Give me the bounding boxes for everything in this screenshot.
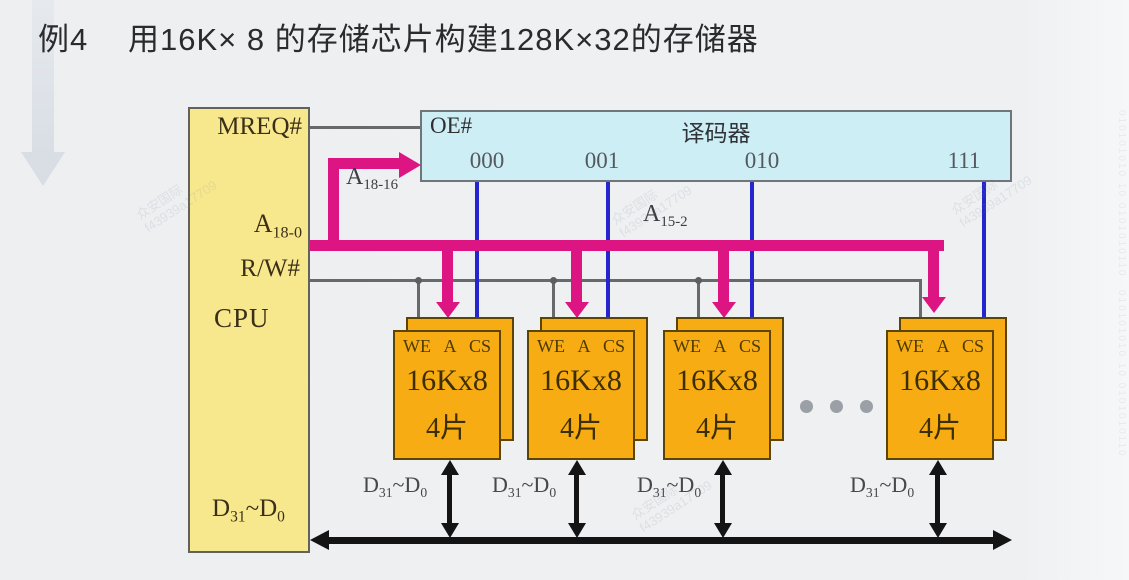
decoder-block: OE# 译码器 000 001 010 111 — [420, 110, 1012, 182]
slide-accent-arrow-head — [21, 152, 65, 186]
data-arrow-up-chip1 — [441, 460, 459, 475]
memory-chip-group-3: WE A CS 16Kx8 4片 — [663, 317, 784, 460]
addr-arrowhead-chip4 — [922, 297, 946, 313]
ellipsis-dot — [800, 400, 813, 413]
data-arrow-shaft-chip1 — [447, 473, 452, 525]
rw-drop-chip2 — [552, 281, 555, 333]
rw-drop-chip1 — [417, 281, 420, 333]
a15-2-label: A15-2 — [643, 201, 688, 231]
decoder-oe-label: OE# — [430, 113, 473, 138]
rw-junction-dot — [415, 277, 422, 284]
chip-pin-labels: WE A CS — [536, 336, 625, 356]
chip-pin-labels: WE A CS — [895, 336, 984, 356]
address-bus — [310, 240, 944, 251]
chip-size-label: 16Kx8 — [540, 364, 622, 397]
mreq-line — [310, 126, 420, 129]
data-arrow-up-chip3 — [714, 460, 732, 475]
memory-chip-front: WE A CS 16Kx8 4片 — [527, 330, 635, 460]
data-arrow-down-chip3 — [714, 523, 732, 538]
d-bus-label-chip4: D31~D0 — [850, 472, 915, 500]
d-bus-label-chip3: D31~D0 — [637, 472, 702, 500]
chip-count-label: 4片 — [559, 413, 602, 444]
rw-line — [310, 279, 922, 282]
example-number: 例4 — [38, 22, 89, 57]
cs-line-chip2 — [606, 182, 610, 333]
data-bus-arrow-left — [310, 530, 329, 550]
slide-title: 用16K× 8 的存储芯片构建128K×32的存储器 — [128, 22, 759, 57]
decoder-output-000: 000 — [469, 148, 505, 173]
memory-chip-group-1: WE A CS 16Kx8 4片 — [393, 317, 514, 460]
rw-junction-dot — [550, 277, 557, 284]
memory-chip-front: WE A CS 16Kx8 4片 — [663, 330, 771, 460]
cpu-label: CPU — [214, 303, 270, 333]
data-arrow-down-chip1 — [441, 523, 459, 538]
decoder-output-001: 001 — [584, 148, 620, 173]
addr-arrowhead-chip2 — [565, 302, 589, 318]
cpu-signal-d31-d0: D31~D0 — [212, 495, 285, 526]
data-bus-arrow-right — [993, 530, 1012, 550]
ellipsis-dot — [860, 400, 873, 413]
addr-arrowhead-chip3 — [712, 302, 736, 318]
a18-16-branch-vertical — [328, 158, 339, 246]
cpu-block: MREQ# A18-0 R/W# CPU D31~D0 — [188, 107, 310, 553]
chip-size-label: 16Kx8 — [676, 364, 758, 397]
watermark-edge-digits: 010101010 10 0101010110 — [1116, 110, 1127, 278]
addr-drop-chip4 — [928, 240, 939, 298]
data-arrow-down-chip2 — [568, 523, 586, 538]
data-arrow-shaft-chip4 — [935, 473, 940, 525]
addr-drop-chip2 — [571, 251, 582, 303]
memory-chip-front: WE A CS 16Kx8 4片 — [393, 330, 501, 460]
decoder-output-010: 010 — [744, 148, 780, 173]
ellipsis-dot — [830, 400, 843, 413]
chip-count-label: 4片 — [425, 413, 468, 444]
addr-drop-chip1 — [442, 251, 453, 303]
data-arrow-down-chip4 — [929, 523, 947, 538]
watermark-edge-digits: 010101010 10 0101010110 — [1116, 290, 1127, 458]
chip-pin-labels: WE A CS — [672, 336, 761, 356]
data-arrow-shaft-chip3 — [720, 473, 725, 525]
a18-16-branch-horizontal — [328, 158, 400, 169]
a18-16-arrowhead — [399, 152, 421, 178]
decoder-title: 译码器 — [681, 120, 751, 146]
addr-drop-chip3 — [718, 251, 729, 303]
data-bus — [327, 537, 994, 544]
chip-size-label: 16Kx8 — [899, 364, 981, 397]
cs-line-chip4 — [982, 182, 986, 322]
chip-count-label: 4片 — [918, 413, 961, 444]
chip-count-label: 4片 — [695, 413, 738, 444]
data-arrow-up-chip4 — [929, 460, 947, 475]
data-arrow-up-chip2 — [568, 460, 586, 475]
cpu-signal-rw: R/W# — [240, 255, 300, 282]
decoder-output-111: 111 — [947, 148, 981, 173]
chip-pin-labels: WE A CS — [402, 336, 491, 356]
chip-size-label: 16Kx8 — [406, 364, 488, 397]
slide-accent-arrow-shaft — [32, 0, 54, 152]
rw-drop-chip3 — [697, 281, 700, 333]
memory-chip-front: WE A CS 16Kx8 4片 — [886, 330, 994, 460]
a18-16-label: A18-16 — [346, 164, 399, 194]
memory-chip-group-4: WE A CS 16Kx8 4片 — [886, 317, 1007, 460]
cpu-signal-mreq: MREQ# — [217, 113, 302, 140]
d-bus-label-chip2: D31~D0 — [492, 472, 557, 500]
addr-arrowhead-chip1 — [436, 302, 460, 318]
rw-drop-chip4 — [919, 281, 922, 331]
memory-chip-group-2: WE A CS 16Kx8 4片 — [527, 317, 648, 460]
cs-line-chip1 — [475, 182, 479, 333]
d-bus-label-chip1: D31~D0 — [363, 472, 428, 500]
rw-junction-dot — [695, 277, 702, 284]
cs-line-chip3 — [750, 182, 754, 333]
cpu-signal-a18-0: A18-0 — [253, 209, 302, 242]
data-arrow-shaft-chip2 — [574, 473, 579, 525]
